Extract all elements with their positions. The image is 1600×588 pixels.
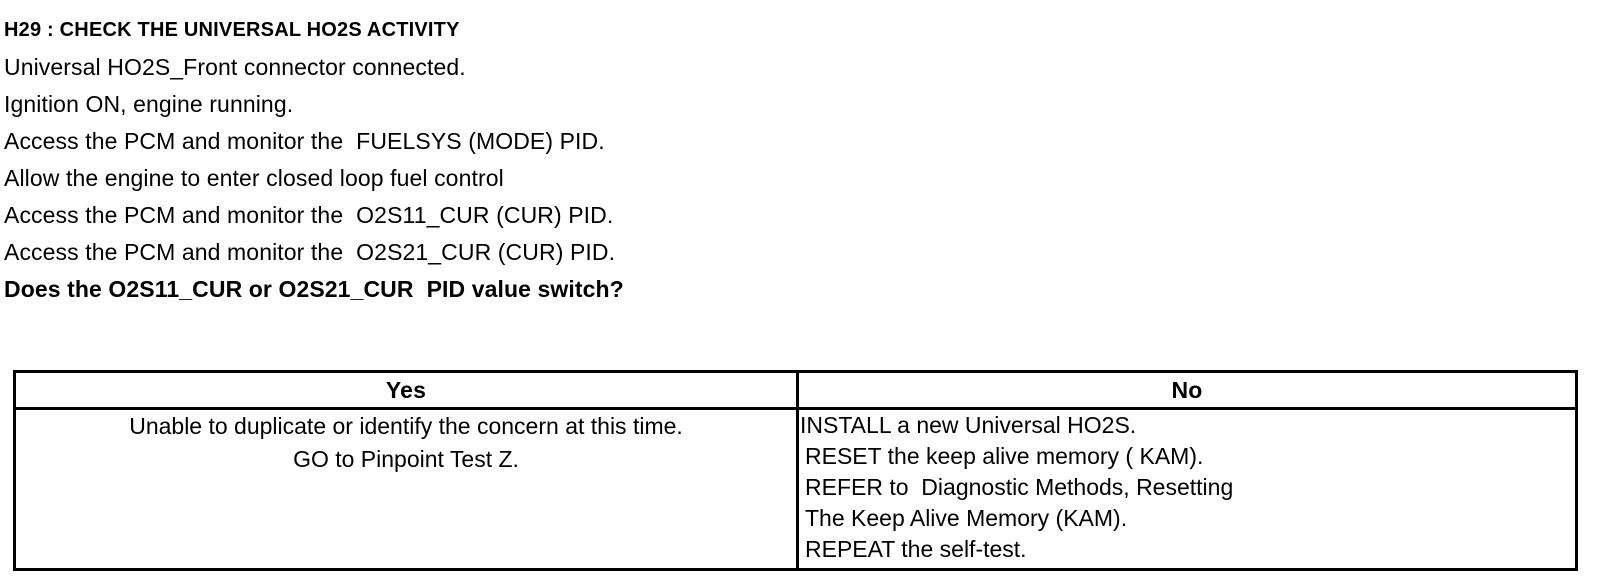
instruction-step-4: Allow the engine to enter closed loop fu… <box>4 165 504 191</box>
column-header-no: No <box>796 370 1578 410</box>
no-action-line-1: INSTALL a new Universal HO2S. <box>800 412 1137 438</box>
no-action-line-4: The Keep Alive Memory (KAM). <box>805 505 1128 531</box>
column-header-yes: Yes <box>13 370 799 410</box>
no-branch-cell: INSTALL a new Universal HO2S. RESET the … <box>796 407 1578 571</box>
test-question: Does the O2S11_CUR or O2S21_CUR PID valu… <box>4 276 624 302</box>
instruction-step-5: Access the PCM and monitor the O2S11_CUR… <box>4 202 614 228</box>
no-action-line-3: REFER to Diagnostic Methods, Resetting <box>805 474 1234 500</box>
table-row: Unable to duplicate or identify the conc… <box>13 407 1578 571</box>
table-header-row: Yes No <box>13 370 1578 410</box>
yes-branch-cell: Unable to duplicate or identify the conc… <box>13 407 799 571</box>
instruction-step-6: Access the PCM and monitor the O2S21_CUR… <box>4 239 616 265</box>
no-action-line-5: REPEAT the self-test. <box>805 536 1027 562</box>
page-title: H29 : CHECK THE UNIVERSAL HO2S ACTIVITY <box>4 19 460 41</box>
instruction-step-1: Universal HO2S_Front connector connected… <box>4 54 466 80</box>
no-action-line-2: RESET the keep alive memory ( KAM). <box>805 443 1204 469</box>
yes-action-line-1: Unable to duplicate or identify the conc… <box>129 413 683 439</box>
instruction-block: H29 : CHECK THE UNIVERSAL HO2S ACTIVITY … <box>4 14 1564 308</box>
instruction-step-2: Ignition ON, engine running. <box>4 91 294 117</box>
instruction-step-3: Access the PCM and monitor the FUELSYS (… <box>4 128 605 154</box>
decision-table: Yes No Unable to duplicate or identify t… <box>13 370 1578 571</box>
yes-action-line-2: GO to Pinpoint Test Z. <box>293 446 519 472</box>
